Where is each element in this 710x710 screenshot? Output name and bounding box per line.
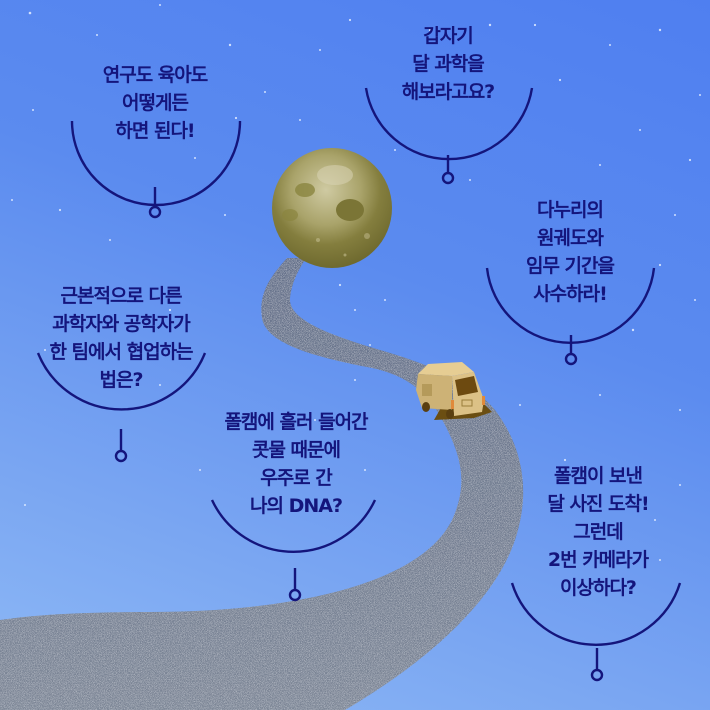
bubble-suddenly-moon-science: 갑자기 달 과학을 해보라고요? [401,25,495,103]
bubble-research-parenting: 연구도 육아도 어떻게든 하면 된다! [102,64,209,142]
rover-van [416,362,492,420]
stars [11,4,701,561]
bubble-danuri-orbit: 다누리의 원궤도와 임무 기간을 사수하라! [525,199,615,305]
bubble-scientists-engineers: 근본적으로 다른 과학자와 공학자가 한 팀에서 협업하는 법은? [49,285,193,391]
bubble-dna-in-space: 폴캠에 흘러 들어간 콧물 때문에 우주로 간 나의 DNA? [224,411,368,517]
winding-road [0,258,524,710]
bubble-connectors [36,87,682,682]
moon [272,148,392,268]
bubble-polcam-photo: 폴캠이 보낸 달 사진 도착! 그런데 2번 카메라가 이상하다? [547,465,649,599]
